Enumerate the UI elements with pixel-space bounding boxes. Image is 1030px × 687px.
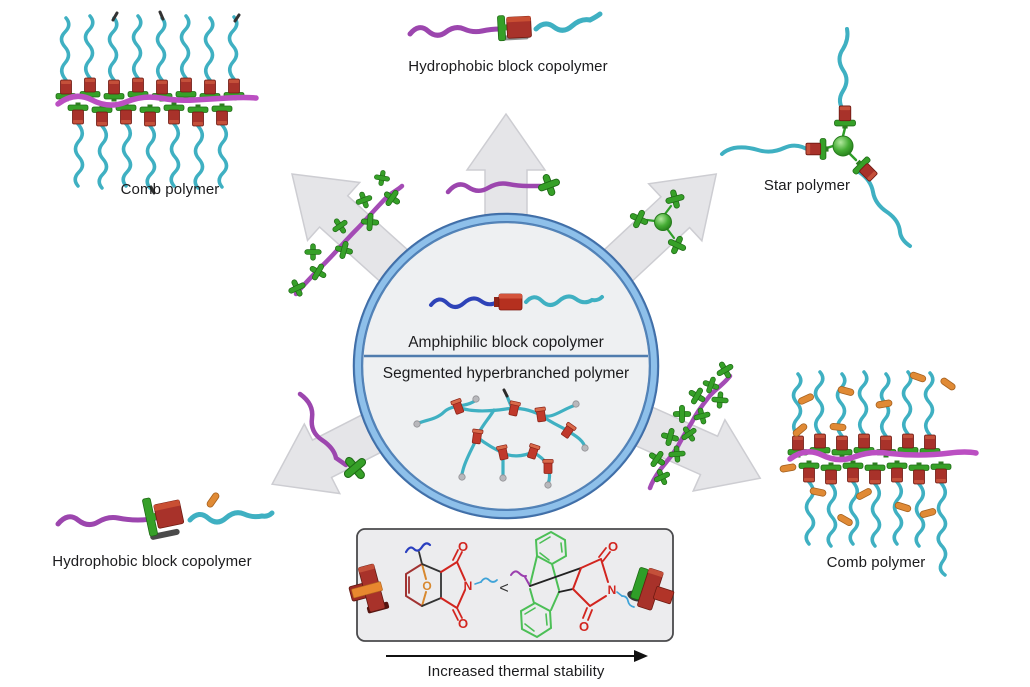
bridge-oxygen-label: O <box>422 579 431 593</box>
hydrophobic-copolymer-top-graphic <box>407 11 603 42</box>
oxanorbornene-plug-icon <box>348 563 390 614</box>
label-hydrophobic-copolymer-bottom: Hydrophobic block copolymer <box>52 553 252 570</box>
thermal-stability-arrow <box>386 650 648 662</box>
hyperbranched-polymer-graphic <box>413 388 589 489</box>
hub-bottom-label: Segmented hyperbranched polymer <box>383 365 629 382</box>
amphiphilic-copolymer-graphic <box>429 293 604 311</box>
triptycene-plug-icon <box>627 567 675 611</box>
hub-top-label: Amphiphilic block copolymer <box>408 334 604 351</box>
arrow-up-macromonomer <box>445 171 563 199</box>
carbonyl-oxygen-label: O <box>579 619 589 634</box>
hydrophobic-copolymer-bottom-graphic <box>55 491 275 540</box>
comb-polymer-top-left-graphic <box>55 10 259 195</box>
star-core-sphere <box>832 135 854 157</box>
nitrogen-label: N <box>464 579 473 593</box>
triptycene-imide-structure: O O N <box>510 530 635 639</box>
star-polymer-graphic <box>720 27 912 248</box>
label-comb-polymer-bottom-right: Comb polymer <box>826 554 926 571</box>
comparison-symbol: < <box>499 580 508 597</box>
carbonyl-oxygen-label: O <box>608 539 618 554</box>
arrow-lower-right-hyperbranched-chain <box>647 359 736 491</box>
comb-polymer-bottom-right-graphic <box>779 370 979 577</box>
label-increased-thermal-stability: Increased thermal stability <box>427 663 605 680</box>
arrow-upper-left-hyperbranched-chain <box>286 167 405 299</box>
central-hub-circle: Amphiphilic block copolymer Segmented hy… <box>352 212 660 520</box>
thermal-stability-inset: O O O N < O O N <box>348 528 675 662</box>
arrow-lower-left-macromonomer <box>297 391 369 482</box>
comb-backbone <box>55 93 259 108</box>
carbonyl-oxygen-label: O <box>458 616 468 631</box>
inset-box <box>356 528 674 642</box>
label-hydrophobic-copolymer-top: Hydrophobic block copolymer <box>408 58 608 75</box>
label-star-polymer: Star polymer <box>763 177 851 194</box>
arrow-upper-right-core-monomer <box>627 186 689 257</box>
comb-backbone <box>787 449 979 463</box>
nitrogen-label: N <box>608 583 617 597</box>
carbonyl-oxygen-label: O <box>458 539 468 554</box>
oxanorbornene-imide-structure: O O O N <box>404 539 498 631</box>
label-comb-polymer-top-left: Comb polymer <box>120 181 220 198</box>
